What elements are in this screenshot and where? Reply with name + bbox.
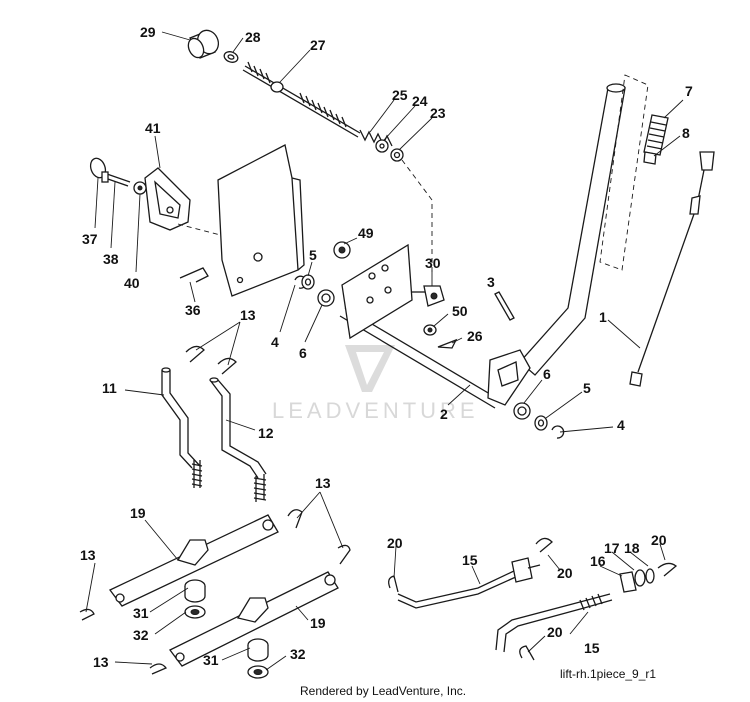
bushing-part-6-left: [317, 289, 335, 307]
release-rod-part-1: [629, 151, 715, 387]
mounting-plate: [217, 144, 305, 297]
ferrule-part-16: [619, 571, 637, 593]
watermark-text: LEADVENTURE: [272, 398, 479, 423]
callout-37: 37: [82, 231, 98, 247]
adjust-rod-part-15-lower: [495, 593, 613, 653]
callout-50: 50: [452, 303, 468, 319]
callout-13-left: 13: [80, 547, 96, 563]
callout-4-left: 4: [271, 334, 279, 350]
spacer-part-31-lower: [247, 638, 269, 662]
bracket-part-41: [144, 167, 191, 231]
callout-41: 41: [145, 120, 161, 136]
pin-part-3: [494, 291, 515, 321]
callout-labels: 29 28 27 25 24 23 41 37 38 40 36 5 4 6 4…: [80, 24, 693, 670]
callout-31-upper: 31: [133, 605, 149, 621]
callout-23: 23: [430, 105, 446, 121]
callout-8: 8: [682, 125, 690, 141]
callout-2: 2: [440, 406, 448, 422]
callout-28: 28: [245, 29, 261, 45]
watermark: LEADVENTURE: [272, 345, 479, 423]
callout-49: 49: [358, 225, 374, 241]
callout-5-right: 5: [583, 380, 591, 396]
washer-part-50: [423, 324, 437, 336]
cross-shaft-part-2: [339, 243, 501, 409]
lift-arm-part-19-upper: [109, 514, 279, 607]
washer-part-40: [133, 181, 147, 195]
callout-11: 11: [102, 380, 117, 396]
button-part-8: [643, 151, 657, 165]
nut-part-32-lower: [247, 665, 269, 679]
washer-part-17: [634, 569, 646, 587]
lift-handle: [487, 83, 626, 406]
callout-32-lower: 32: [290, 646, 306, 662]
spacer-part-31-upper: [184, 579, 206, 603]
lift-link-part-12: [209, 377, 267, 502]
assembly-guide-line: [401, 159, 433, 272]
washer-part-5-left: [301, 274, 315, 290]
trunnion-part-30: [412, 285, 445, 307]
callout-32-upper: 32: [133, 627, 149, 643]
watermark-logo: [345, 345, 395, 392]
callout-18: 18: [624, 540, 640, 556]
handle-grip-guide: [599, 74, 649, 271]
callout-20-left: 20: [387, 535, 403, 551]
callout-7: 7: [685, 83, 693, 99]
callout-40: 40: [124, 275, 140, 291]
knob-part-29: [187, 29, 220, 59]
callout-4-right: 4: [617, 417, 625, 433]
callout-26: 26: [467, 328, 483, 344]
hairpin-part-13-upper: [185, 345, 237, 375]
callout-15-upper: 15: [462, 552, 478, 568]
callout-36: 36: [185, 302, 201, 318]
washer-part-5-right: [534, 415, 548, 431]
callout-25: 25: [392, 87, 408, 103]
callout-15-lower: 15: [584, 640, 600, 656]
bushing-part-6-right: [513, 402, 531, 420]
cotter-pin-part-26: [437, 338, 458, 349]
grip-part-7: [643, 114, 669, 156]
callout-12: 12: [258, 425, 274, 441]
washer-part-28: [223, 51, 239, 63]
callout-16: 16: [590, 553, 606, 569]
washer-part-18: [645, 568, 655, 584]
hairpins-part-20: [388, 537, 678, 661]
bolt-part-38: [101, 171, 131, 187]
callout-1: 1: [599, 309, 607, 325]
callout-13-upper: 13: [240, 307, 256, 323]
e-ring-part-4-right: [551, 425, 565, 439]
callout-5-left: 5: [309, 247, 317, 263]
callout-27: 27: [310, 37, 326, 53]
diagram-id: lift-rh.1piece_9_r1: [560, 667, 657, 681]
callout-19-upper: 19: [130, 505, 146, 521]
callout-20-mid: 20: [557, 565, 573, 581]
spring-clip-part-36: [179, 267, 209, 283]
nut-part-32-upper: [184, 605, 206, 619]
callout-38: 38: [103, 251, 119, 267]
callout-6-left: 6: [299, 345, 307, 361]
leader-lines: [85, 31, 684, 671]
callout-3: 3: [487, 274, 495, 290]
nut-part-23: [390, 148, 404, 162]
callout-20-right: 20: [651, 532, 667, 548]
lift-link-part-11: [161, 367, 203, 488]
callout-19-lower: 19: [310, 615, 326, 631]
callout-13-mid: 13: [315, 475, 331, 491]
callout-6-right: 6: [543, 366, 551, 382]
threaded-rod-part-27: [242, 61, 361, 138]
callout-24: 24: [412, 93, 428, 109]
pivot-nut-part-49: [333, 241, 351, 259]
callout-30: 30: [425, 255, 441, 271]
washer-part-24: [375, 139, 389, 153]
adjustment-knob-assembly: [187, 29, 433, 272]
callout-13-bottom: 13: [93, 654, 109, 670]
callout-17: 17: [604, 540, 620, 556]
footer-credit: Rendered by LeadVenture, Inc.: [300, 684, 467, 698]
lift-arm-part-19-lower: [169, 571, 339, 667]
callout-29: 29: [140, 24, 156, 40]
callout-31-lower: 31: [203, 652, 219, 668]
callout-20-bottom: 20: [547, 624, 563, 640]
adjust-rod-part-15-upper: [397, 557, 541, 609]
